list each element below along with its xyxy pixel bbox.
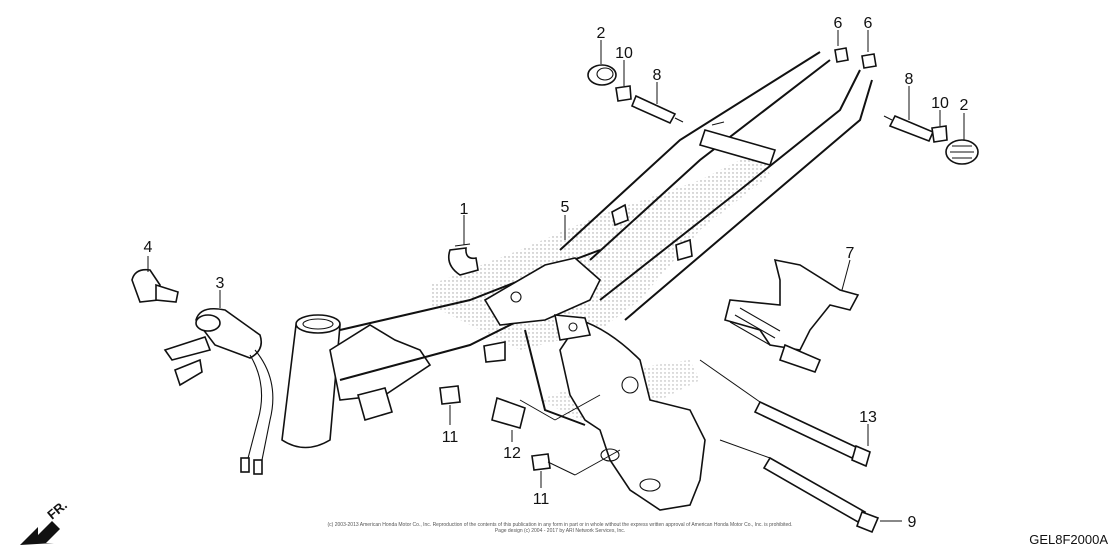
callout-2-right: 2 [960, 97, 969, 114]
diagram-id: GEL8F2000A [1029, 532, 1108, 547]
callout-13: 13 [859, 409, 877, 426]
main-frame[interactable] [281, 51, 873, 511]
front-direction-arrow: FR. [20, 497, 70, 545]
callout-1: 1 [460, 201, 469, 218]
part-2-cap-left[interactable] [587, 64, 617, 86]
part-10-nut-right[interactable] [931, 125, 948, 143]
callout-6-right: 6 [864, 15, 873, 32]
part-7-step-bracket[interactable] [724, 258, 860, 373]
callout-4: 4 [144, 239, 153, 256]
callout-10-right: 10 [931, 95, 949, 112]
part-11-nut-upper[interactable] [439, 385, 461, 405]
callout-11-lower: 11 [533, 491, 550, 508]
part-6-nut-left[interactable] [834, 47, 849, 63]
callout-7: 7 [846, 245, 855, 262]
copyright-line-1: (c) 2003-2013 American Honda Motor Co., … [327, 522, 793, 528]
part-9-long-bolt[interactable] [762, 456, 880, 534]
part-10-nut-left[interactable] [615, 85, 632, 102]
part-8-bolt-left[interactable] [630, 94, 684, 125]
copyright-line-2: Page design (c) 2004 - 2017 by ARI Netwo… [494, 528, 626, 534]
part-13-long-bolt[interactable] [753, 400, 871, 468]
front-label: FR. [44, 497, 70, 522]
part-12-rubber-pad[interactable] [491, 396, 526, 429]
callout-2-left: 2 [597, 25, 606, 42]
leader-lines [147, 30, 965, 522]
callout-5: 5 [561, 199, 570, 216]
callout-9: 9 [908, 514, 917, 531]
callout-11-upper: 11 [442, 429, 459, 446]
part-1-clamp[interactable] [447, 243, 479, 276]
part-4-grommet[interactable] [131, 268, 179, 303]
part-11-nut-lower[interactable] [531, 453, 551, 471]
callout-labels: 1 2 2 3 4 5 6 6 7 8 8 9 10 10 11 11 12 1… [144, 15, 969, 531]
part-8-bolt-right[interactable] [883, 114, 935, 143]
copyright-notice: (c) 2003-2013 American Honda Motor Co., … [305, 522, 815, 534]
part-3-ignition-switch[interactable] [163, 307, 274, 475]
callout-8-left: 8 [653, 67, 662, 84]
callout-3: 3 [216, 275, 225, 292]
part-6-nut-right[interactable] [861, 53, 877, 69]
callout-6-left: 6 [834, 15, 843, 32]
callout-12: 12 [503, 445, 521, 462]
callout-10-left: 10 [615, 45, 633, 62]
part-2-cap-right[interactable] [945, 139, 979, 165]
callout-8-right: 8 [905, 71, 914, 88]
